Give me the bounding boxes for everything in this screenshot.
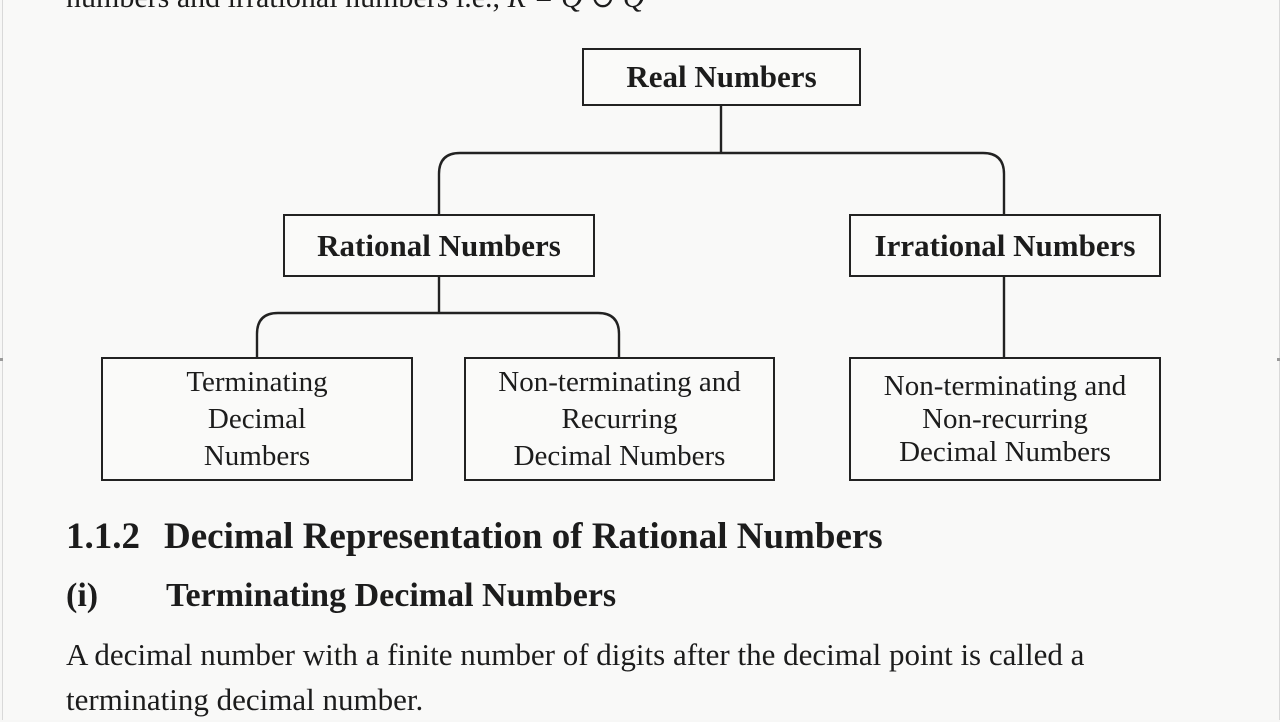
irrational-numbers-box: Irrational Numbers	[849, 214, 1161, 277]
nonterminating-recurring-line-2: Recurring	[561, 402, 678, 435]
terminating-decimal-box: Terminating Decimal Numbers	[101, 357, 413, 481]
nonterminating-recurring-line-3: Decimal Numbers	[513, 439, 726, 472]
section-title: Decimal Representation of Rational Numbe…	[164, 516, 883, 557]
real-numbers-box: Real Numbers	[582, 48, 861, 106]
nonterminating-recurring-line-1: Non-terminating and	[498, 365, 741, 398]
nonterminating-nonrecurring-box: Non-terminating and Non-recurring Decima…	[849, 357, 1161, 481]
right-edge-mark	[1277, 358, 1280, 361]
connector-real-branch	[437, 151, 1006, 214]
definition-paragraph: A decimal number with a finite number of…	[66, 637, 1085, 717]
top-line-math: R = Q ∪ Q′	[508, 0, 652, 14]
subsection-title: Terminating Decimal Numbers	[166, 577, 617, 614]
nonterminating-recurring-box: Non-terminating and Recurring Decimal Nu…	[464, 357, 775, 481]
terminating-line-2: Decimal	[207, 402, 307, 435]
top-line-text: numbers and irrational numbers i.e.,	[66, 0, 500, 14]
terminating-line-1: Terminating	[186, 365, 328, 398]
nonterminating-nonrecurring-line-1: Non-terminating and	[883, 369, 1127, 402]
subsection-heading: (i) Terminating Decimal Numbers	[66, 575, 616, 617]
rational-numbers-label: Rational Numbers	[317, 227, 561, 263]
subsection-number: (i)	[66, 577, 99, 614]
cut-off-top-line: numbers and irrational numbers i.e., R =…	[66, 0, 651, 16]
section-heading: 1.1.2 Decimal Representation of Rational …	[66, 514, 883, 560]
connector-rational-branch	[255, 311, 621, 357]
nonterminating-nonrecurring-line-3: Decimal Numbers	[899, 435, 1111, 468]
nonterminating-nonrecurring-line-2: Non-recurring	[922, 402, 1088, 435]
real-numbers-label: Real Numbers	[626, 59, 817, 94]
irrational-numbers-label: Irrational Numbers	[874, 227, 1136, 263]
rational-numbers-box: Rational Numbers	[283, 214, 595, 277]
section-number: 1.1.2	[66, 516, 140, 557]
terminating-line-3: Numbers	[203, 439, 311, 472]
left-edge-mark	[0, 358, 3, 361]
